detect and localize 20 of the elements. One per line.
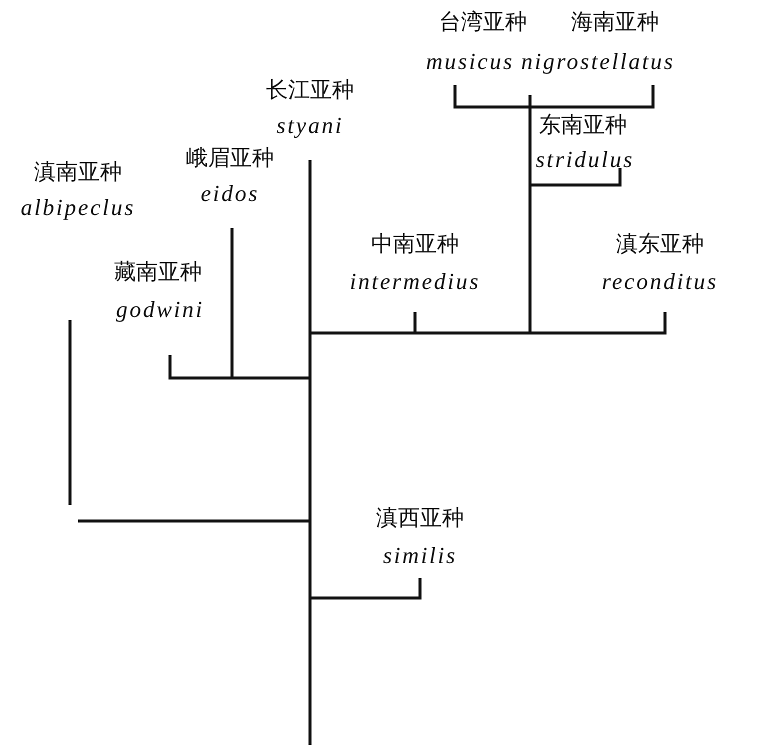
- latin-name: eidos: [200, 182, 260, 205]
- subspecies-name: 台湾亚种: [439, 12, 527, 34]
- latin-name: reconditus: [602, 270, 718, 293]
- latin-name: styani: [276, 114, 344, 137]
- latin-name: musicus: [426, 50, 514, 73]
- latin-name: albipeclus: [20, 196, 136, 219]
- latin-name: godwini: [116, 298, 204, 321]
- subspecies-name: 峨眉亚种: [186, 148, 274, 170]
- latin-name: intermedius: [350, 270, 480, 293]
- subspecies-name: 海南亚种: [571, 12, 659, 34]
- latin-name: similis: [382, 544, 458, 567]
- latin-name: stridulus: [536, 148, 634, 171]
- subspecies-name: 长江亚种: [266, 80, 354, 102]
- subspecies-name: 滇南亚种: [34, 162, 122, 184]
- subspecies-name: 中南亚种: [371, 234, 459, 256]
- subspecies-name: 藏南亚种: [114, 262, 202, 284]
- subspecies-name: 滇西亚种: [376, 508, 464, 530]
- latin-name: nigrostellatus: [521, 50, 675, 73]
- subspecies-name: 滇东亚种: [616, 234, 704, 256]
- subspecies-name: 东南亚种: [539, 115, 627, 137]
